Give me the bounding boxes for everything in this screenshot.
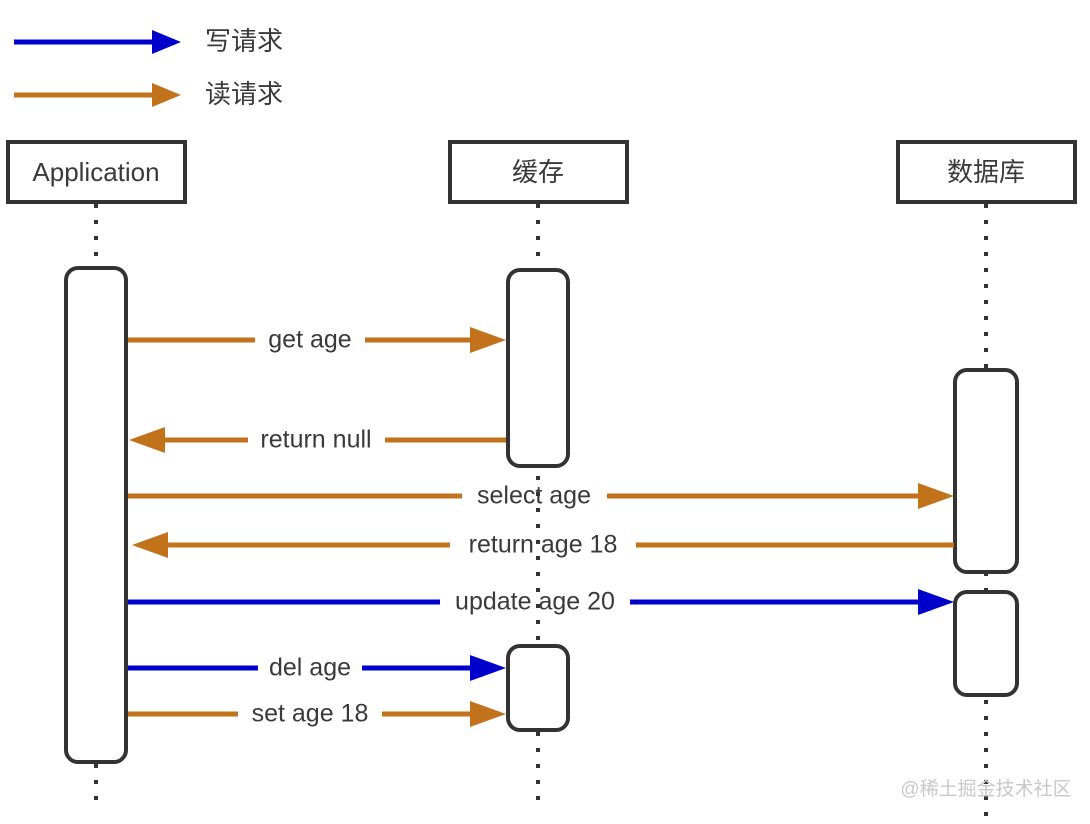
legend-read-label: 读请求	[205, 79, 283, 109]
message-select-age-arrowhead	[918, 483, 954, 509]
message-update-age-20-label: update age 20	[455, 588, 615, 616]
participant-application-box[interactable]	[6, 140, 187, 204]
message-del-age: del age	[128, 654, 506, 682]
message-return-null-label: return null	[260, 426, 371, 454]
message-select-age-label: select age	[477, 482, 591, 510]
message-select-age: select age	[128, 482, 954, 510]
message-update-age-20-arrowhead	[918, 589, 954, 615]
legend-write-label: 写请求	[205, 26, 283, 56]
participant-database[interactable]: 数据库	[896, 140, 1077, 204]
watermark-label: @稀土掘金技术社区	[900, 778, 1071, 800]
legend-write-arrowhead	[152, 30, 181, 54]
legend-item-write: 写请求	[14, 26, 283, 56]
activation-application	[64, 266, 128, 764]
participant-cache-box[interactable]	[448, 140, 629, 204]
message-del-age-label: del age	[269, 654, 351, 682]
message-get-age-arrowhead	[470, 327, 506, 353]
participant-database-label: 数据库	[947, 157, 1025, 187]
activation-cache-2	[506, 644, 570, 732]
message-get-age: get age	[128, 326, 506, 354]
message-set-age-18: set age 18	[128, 700, 506, 728]
message-return-age-18-arrowhead	[132, 532, 168, 558]
message-get-age-label: get age	[268, 326, 351, 354]
activation-database-2	[953, 590, 1019, 697]
message-update-age-20: update age 20	[128, 588, 954, 616]
participant-cache-label: 缓存	[512, 157, 564, 187]
message-del-age-arrowhead	[470, 655, 506, 681]
activation-database-1	[953, 368, 1019, 574]
participant-cache[interactable]: 缓存	[448, 140, 629, 204]
activation-cache-1	[506, 268, 570, 468]
message-set-age-18-label: set age 18	[252, 700, 369, 728]
participant-database-box[interactable]	[896, 140, 1077, 204]
message-return-age-18: return age 18	[132, 531, 954, 559]
message-return-null-arrowhead	[129, 427, 165, 453]
message-return-age-18-label: return age 18	[469, 531, 618, 559]
legend-item-read: 读请求	[14, 79, 283, 109]
participant-application[interactable]: Application	[6, 140, 187, 204]
message-set-age-18-arrowhead	[470, 701, 506, 727]
participant-application-label: Application	[32, 157, 159, 187]
legend: 写请求 读请求	[14, 26, 283, 109]
legend-read-arrowhead	[152, 83, 181, 107]
message-return-null: return null	[129, 426, 506, 454]
activation-bars	[64, 266, 1019, 764]
